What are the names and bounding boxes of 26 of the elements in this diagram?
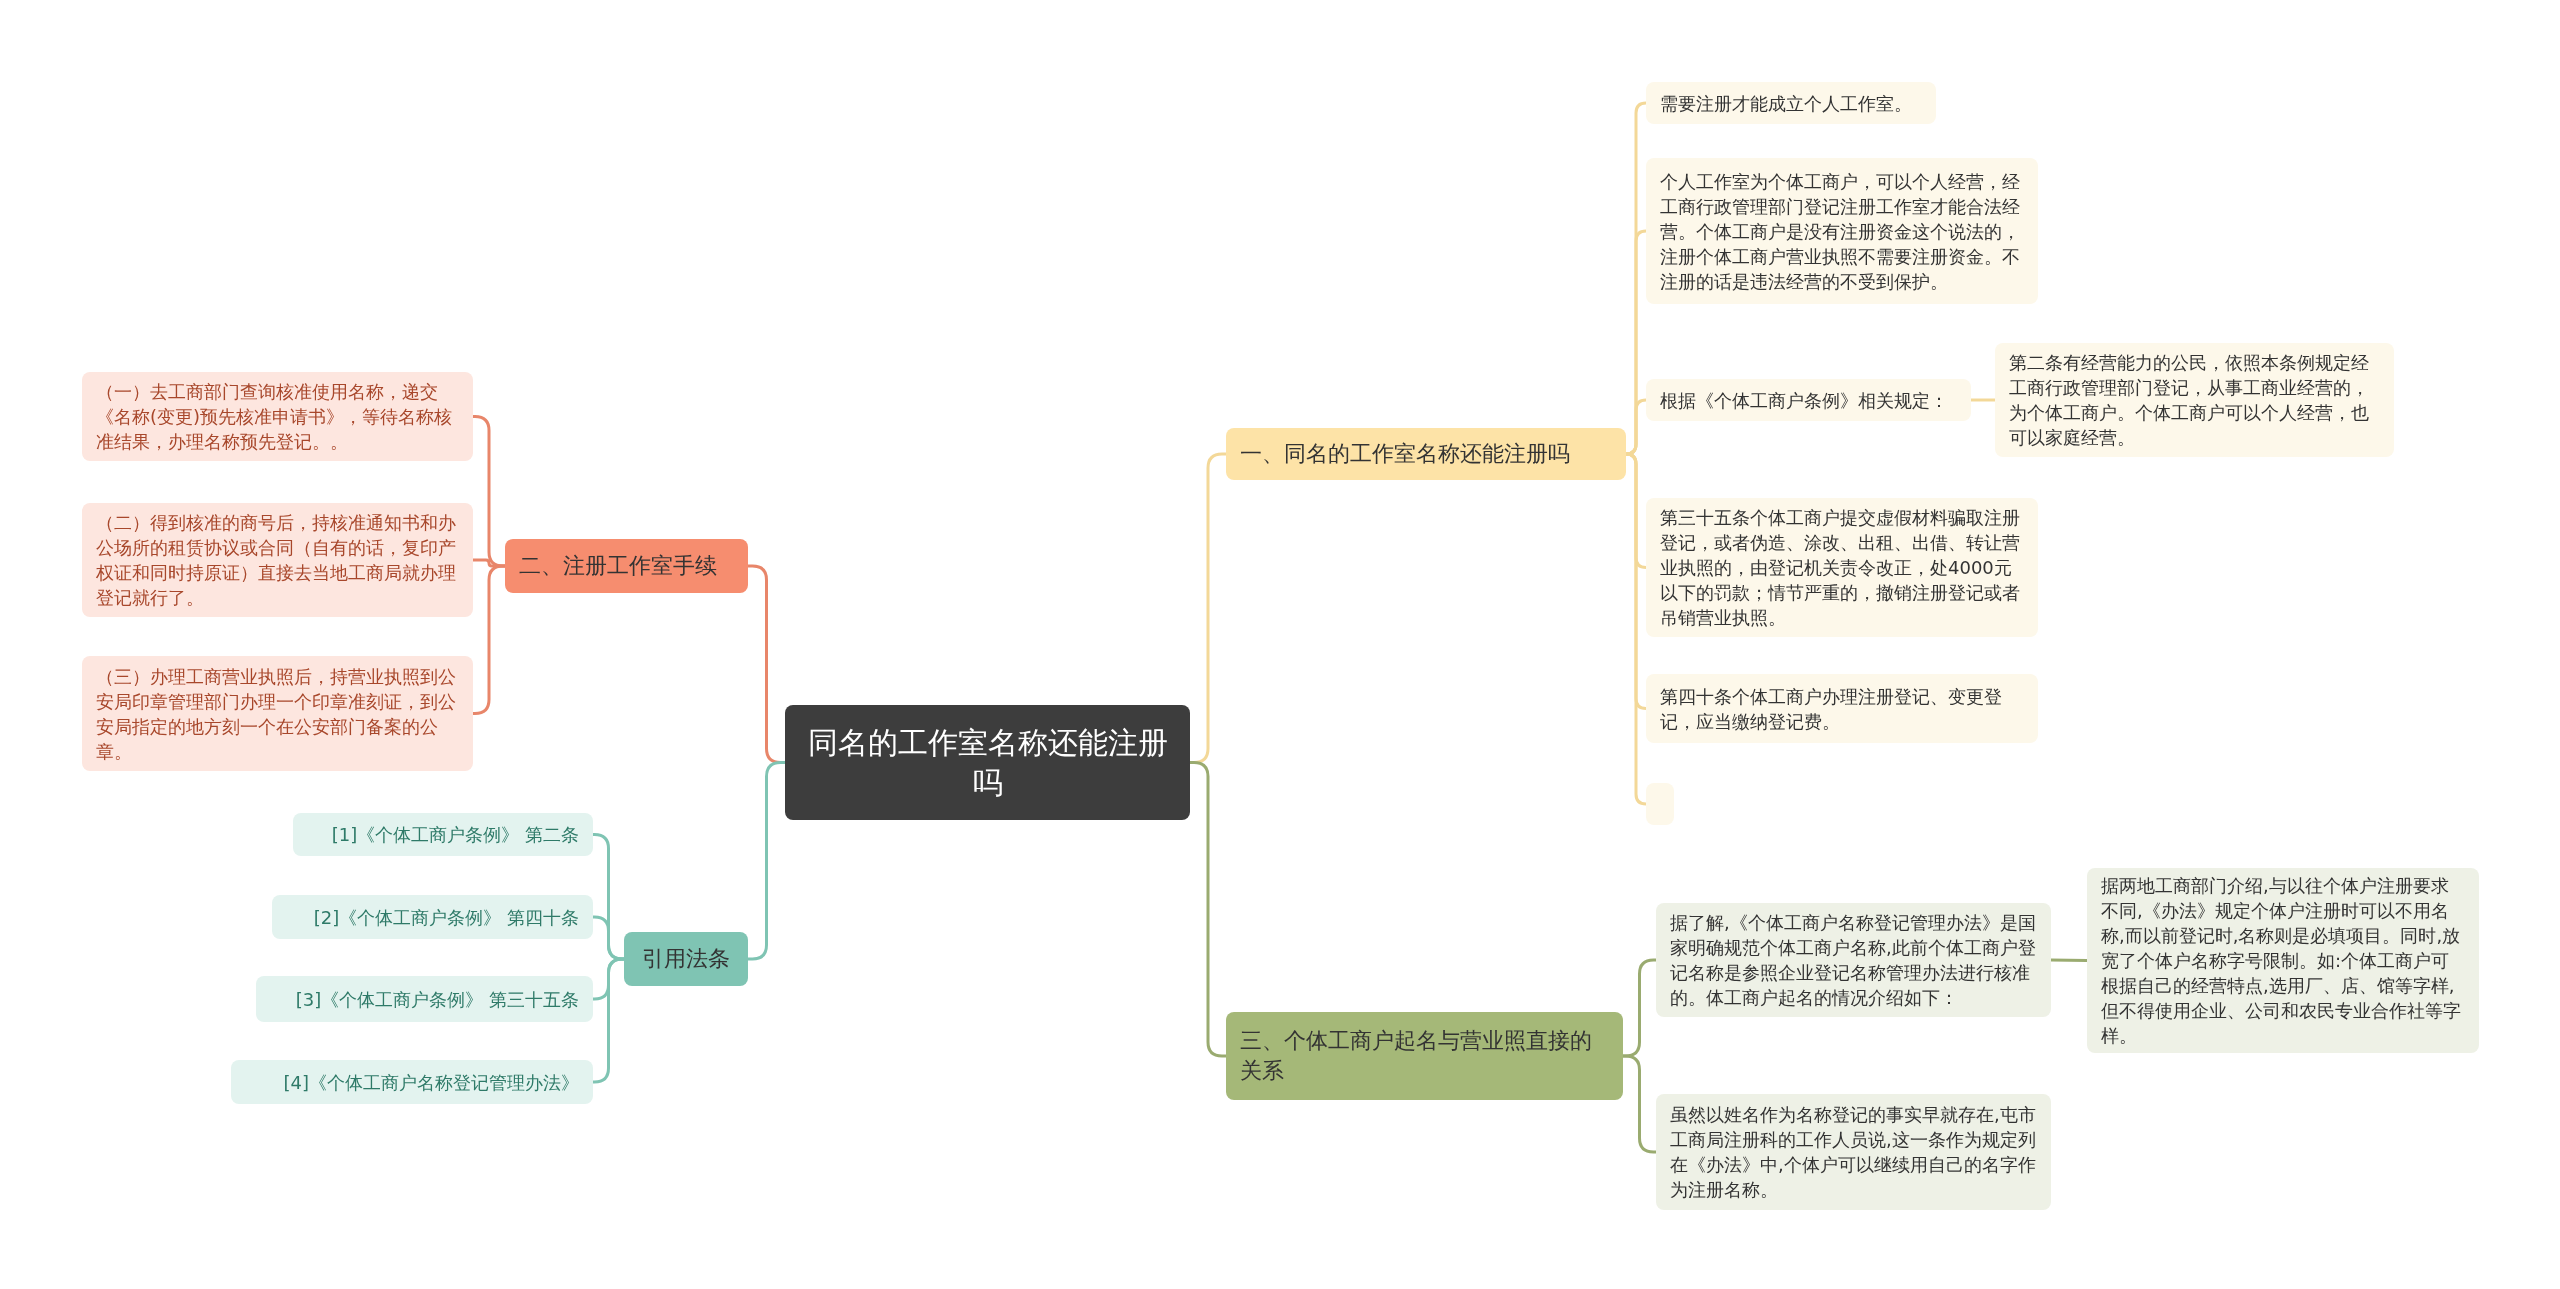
branch-topic-box: 二、注册工作室手续 — [505, 539, 748, 593]
topic-box: 第四十条个体工商户办理注册登记、变更登记，应当缴纳登记费。 — [1646, 674, 2038, 743]
topic-box: [3]《个体工商户条例》 第三十五条 — [256, 976, 593, 1022]
connector-line — [592, 957, 625, 1084]
topic-box: 需要注册才能成立个人工作室。 — [1646, 82, 1936, 124]
topic-box: （一）去工商部门查询核准使用名称，递交《名称(变更)预先核准申请书》，等待名称核准结果，办理名称预先登记。。 — [82, 372, 473, 461]
topic-box: 虽然以姓名作为名称登记的事实早就存在,屯市工商局注册科的工作人员说,这一条作为规定列在《办法》中,个体户可以继续用自己的名字作为注册名称。 — [1656, 1094, 2051, 1210]
topic-box: 第三十五条个体工商户提交虚假材料骗取注册登记，或者伪造、涂改、出租、出借、转让营业执照的，由登记机关责令改正，处4000元以下的罚款；情节严重的，撤销注册登记或者吊销营业执照。 — [1646, 498, 2038, 637]
topic-box: [4]《个体工商户名称登记管理办法》 — [231, 1060, 593, 1104]
branch-topic-box: 三、个体工商户起名与营业照直接的关系 — [1226, 1012, 1623, 1100]
empty-topic-box — [1646, 783, 1674, 825]
branch-topic-box: 引用法条 — [624, 932, 748, 986]
topic-box: （二）得到核准的商号后，持核准通知书和办公场所的租赁协议或合同（自有的话，复印产权证和同时持原证）直接去当地工商局就办理登记就行了。 — [82, 503, 473, 617]
topic-box: 第二条有经营能力的公民，依照本条例规定经工商行政管理部门登记，从事工商业经营的，为个体工商户。个体工商户可以个人经营，也可以家庭经营。 — [1995, 343, 2394, 457]
connector-line — [592, 915, 625, 961]
topic-box: （三）办理工商营业执照后，持营业执照到公安局印章管理部门办理一个印章准刻证，到公安局指定的地方刻一个在公安部门备案的公章。 — [82, 656, 473, 771]
central-topic-box: 同名的工作室名称还能注册吗 — [785, 705, 1190, 820]
connector-line — [2050, 958, 2088, 962]
connector-line — [1971, 398, 1995, 402]
topic-box: 据两地工商部门介绍,与以往个体户注册要求不同,《办法》规定个体户注册时可以不用名称,而以前登记时,名称则是必填项目。同时,放宽了个体户名称字号限制。如:个体工商户可根据自己的经营特点,选用厂、店、馆等字样,但不得使用企业、公司和农民专业合作社等字样。 — [2087, 868, 2479, 1053]
topic-box: 据了解,《个体工商户名称登记管理办法》是国家明确规范个体工商户名称,此前个体工商户登记名称是参照企业登记名称管理办法进行核准的。体工商户起名的情况介绍如下： — [1656, 903, 2051, 1017]
topic-box: [2]《个体工商户条例》 第四十条 — [272, 895, 593, 939]
branch-topic-box: 一、同名的工作室名称还能注册吗 — [1226, 428, 1626, 480]
topic-box: 个人工作室为个体工商户，可以个人经营，经工商行政管理部门登记注册工作室才能合法经营。个体工商户是没有注册资金这个说法的，注册个体工商户营业执照不需要注册资金。不注册的话是违法经营的不受到保护。 — [1646, 158, 2038, 304]
topic-box: 根据《个体工商户条例》相关规定： — [1646, 379, 1971, 421]
topic-box: [1]《个体工商户条例》 第二条 — [293, 813, 593, 856]
